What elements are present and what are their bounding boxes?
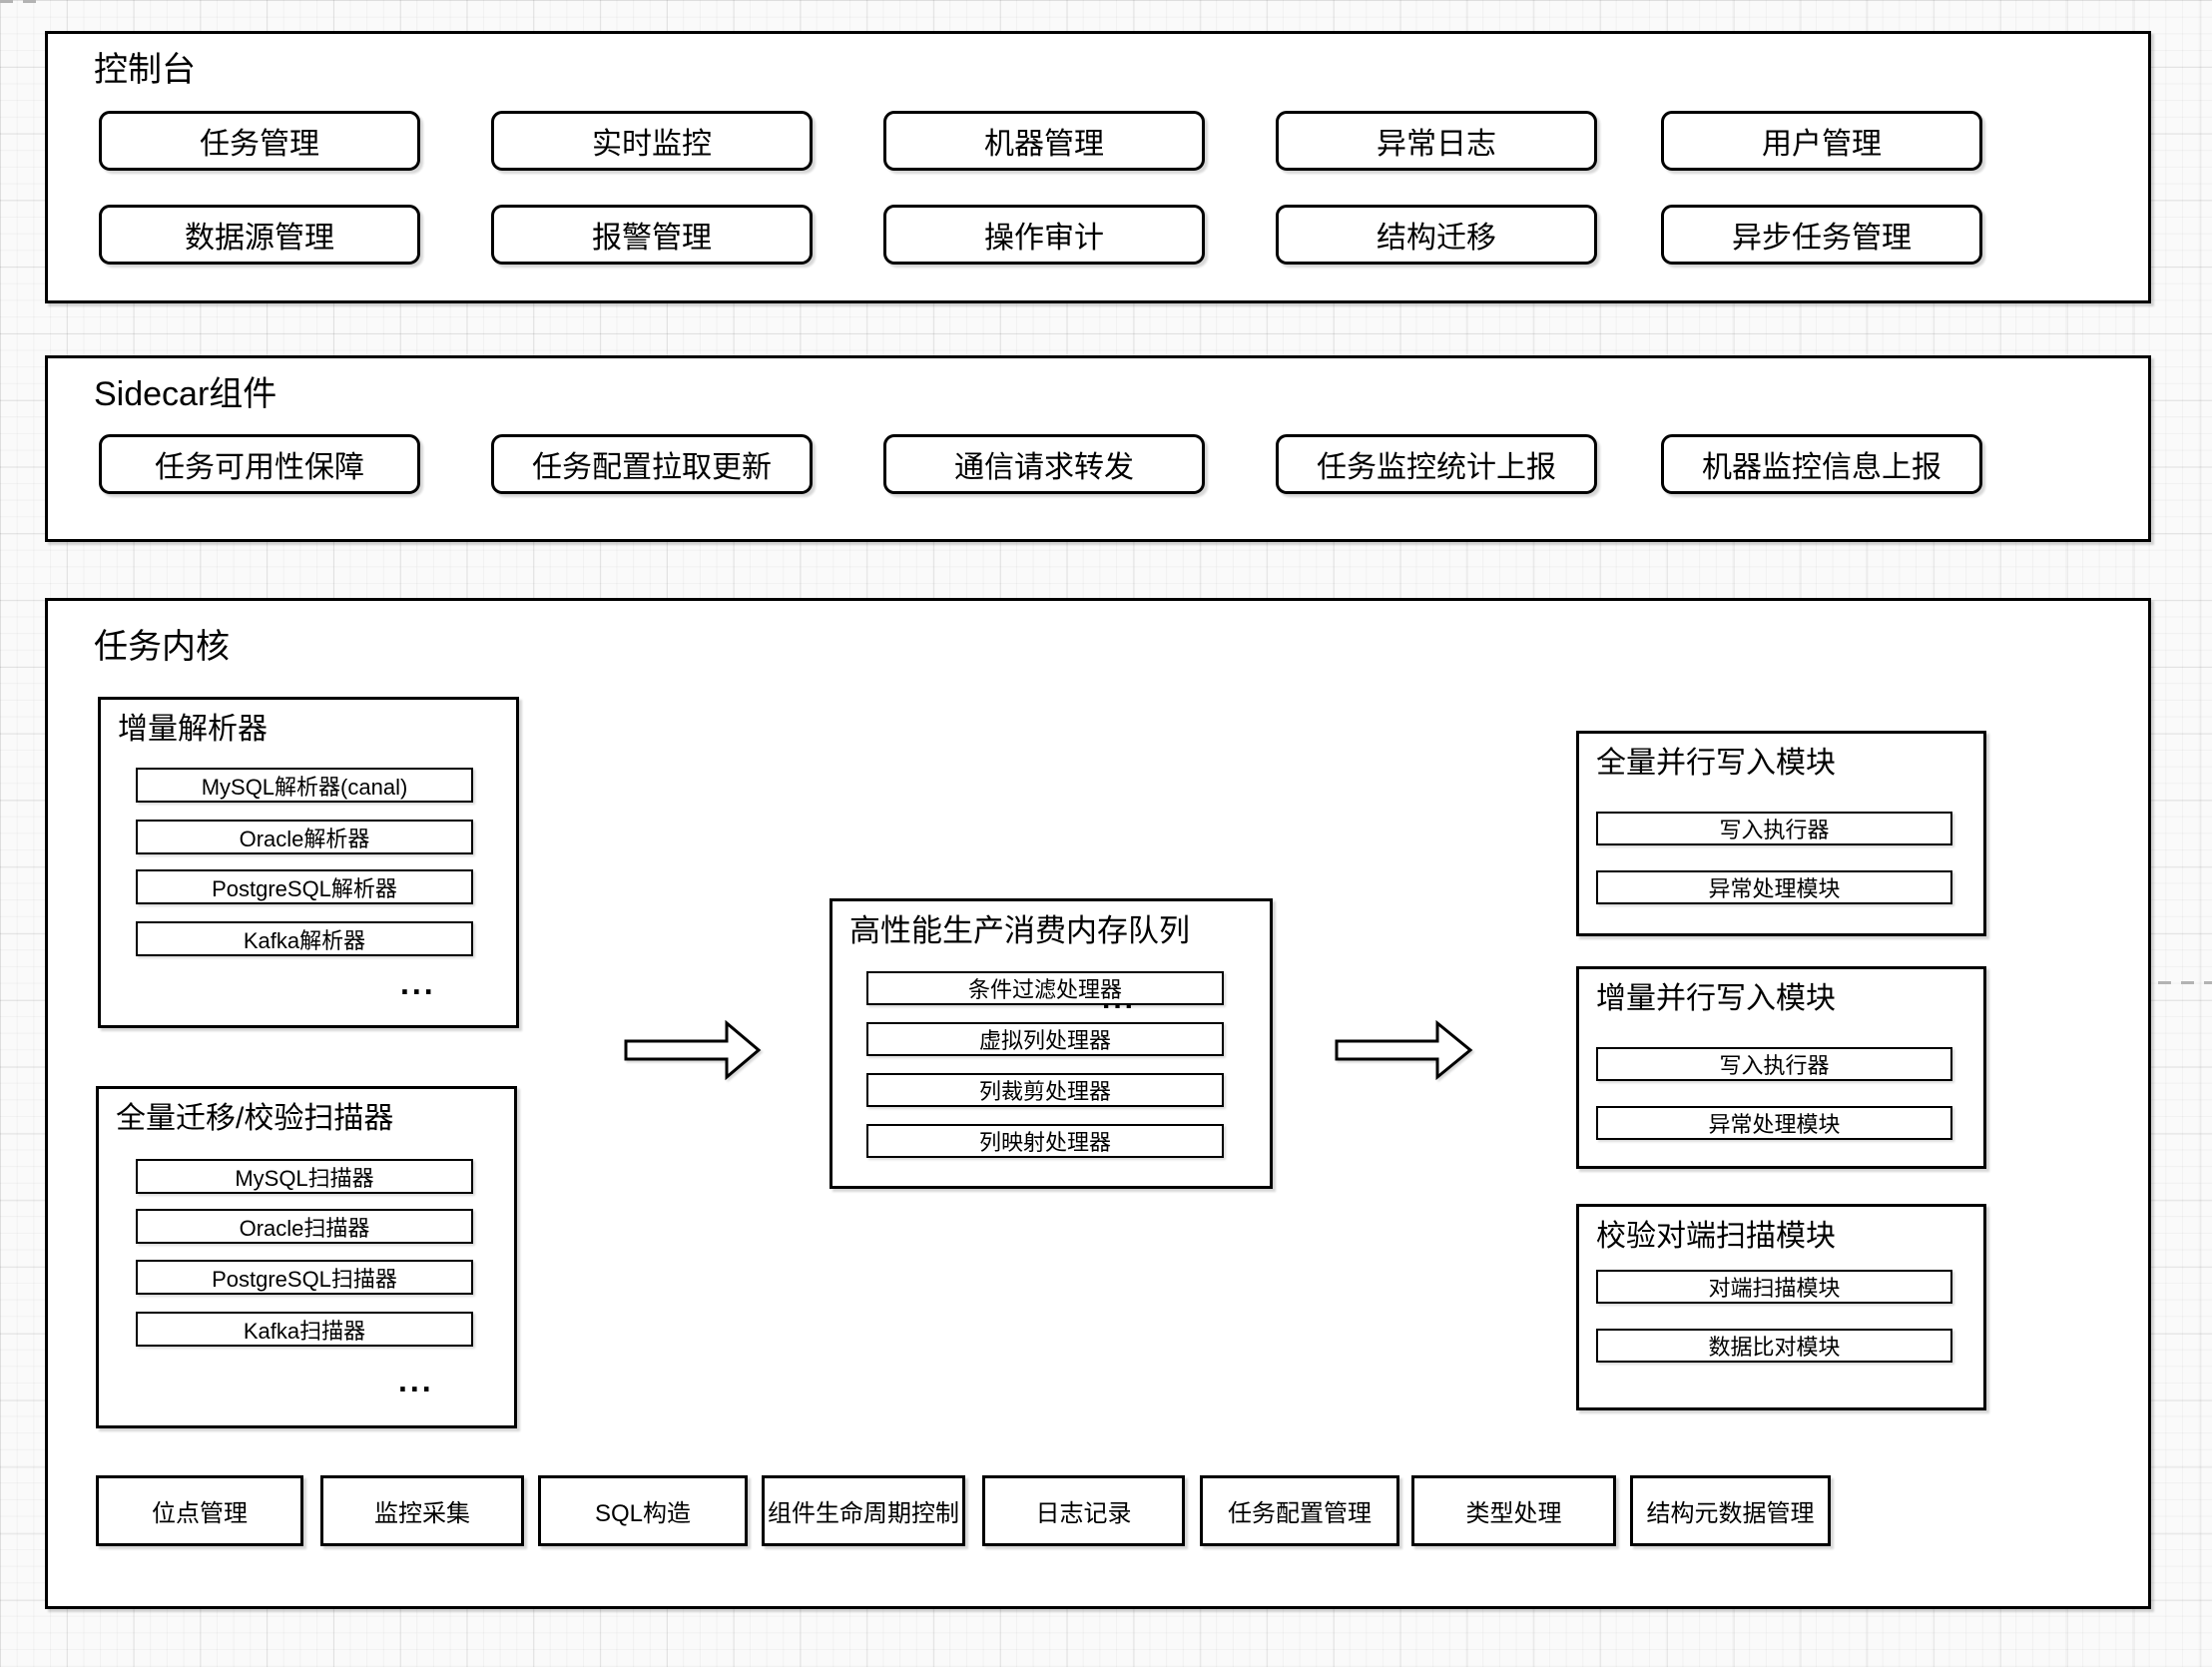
sidecar-section-title: Sidecar组件: [94, 375, 277, 413]
page-boundary-dash-right: [2158, 981, 2212, 984]
node-communication-request-forward: 通信请求转发: [883, 434, 1205, 494]
full-parallel-writer-box: 全量并行写入模块 写入执行器 异常处理模块: [1576, 731, 1986, 936]
node-exception-log: 异常日志: [1276, 111, 1597, 171]
node-exception-handler-module: 异常处理模块: [1596, 870, 1952, 904]
node-log-record: 日志记录: [982, 1475, 1185, 1546]
sidecar-section: Sidecar组件 任务可用性保障 任务配置拉取更新 通信请求转发 任务监控统计…: [45, 355, 2151, 542]
node-mysql-scanner: MySQL扫描器: [136, 1159, 473, 1194]
node-async-task-management: 异步任务管理: [1661, 205, 1982, 265]
incremental-parser-title: 增量解析器: [118, 713, 268, 746]
console-section: 控制台 任务管理 实时监控 机器管理 异常日志 用户管理 数据源管理 报警管理 …: [45, 31, 2151, 303]
task-kernel-section: 任务内核 增量解析器 MySQL解析器(canal) Oracle解析器 Pos…: [45, 598, 2151, 1609]
node-user-management: 用户管理: [1661, 111, 1982, 171]
console-section-title: 控制台: [94, 51, 196, 89]
more-scanners-ellipsis: ...: [398, 1363, 434, 1398]
verification-peer-scan-box: 校验对端扫描模块 对端扫描模块 数据比对模块: [1576, 1204, 1986, 1410]
node-peer-scan-module: 对端扫描模块: [1596, 1270, 1952, 1304]
node-component-lifecycle-control: 组件生命周期控制: [762, 1475, 965, 1546]
page-boundary-dash-left: [0, 0, 46, 3]
node-task-config-management: 任务配置管理: [1200, 1475, 1399, 1546]
node-task-management: 任务管理: [99, 111, 420, 171]
verification-peer-scan-title: 校验对端扫描模块: [1596, 1220, 1836, 1253]
node-operation-audit: 操作审计: [883, 205, 1205, 265]
more-parsers-ellipsis: ...: [400, 965, 436, 1001]
node-oracle-parser: Oracle解析器: [136, 820, 473, 854]
memory-queue-title: 高性能生产消费内存队列: [849, 913, 1190, 948]
node-condition-filter-processor: 条件过滤处理器: [866, 971, 1224, 1005]
node-write-executor: 写入执行器: [1596, 1047, 1952, 1081]
full-parallel-writer-title: 全量并行写入模块: [1596, 747, 1836, 780]
node-data-compare-module: 数据比对模块: [1596, 1329, 1952, 1363]
node-monitor-collection: 监控采集: [320, 1475, 524, 1546]
task-kernel-section-title: 任务内核: [94, 628, 230, 666]
node-postgresql-parser: PostgreSQL解析器: [136, 869, 473, 904]
node-machine-monitoring-info-report: 机器监控信息上报: [1661, 434, 1982, 494]
full-scanner-box: 全量迁移/校验扫描器 MySQL扫描器 Oracle扫描器 PostgreSQL…: [96, 1086, 517, 1428]
node-schema-migration: 结构迁移: [1276, 205, 1597, 265]
node-write-executor: 写入执行器: [1596, 812, 1952, 845]
node-machine-management: 机器管理: [883, 111, 1205, 171]
node-column-mapping-processor: 列映射处理器: [866, 1124, 1224, 1158]
node-sql-builder: SQL构造: [538, 1475, 748, 1546]
node-task-config-pull-update: 任务配置拉取更新: [491, 434, 813, 494]
node-realtime-monitoring: 实时监控: [491, 111, 813, 171]
node-kafka-parser: Kafka解析器: [136, 921, 473, 956]
node-oracle-scanner: Oracle扫描器: [136, 1209, 473, 1244]
node-virtual-column-processor: 虚拟列处理器: [866, 1022, 1224, 1056]
node-type-handling: 类型处理: [1411, 1475, 1616, 1546]
node-task-availability-guarantee: 任务可用性保障: [99, 434, 420, 494]
node-task-monitoring-stats-report: 任务监控统计上报: [1276, 434, 1597, 494]
node-exception-handler-module: 异常处理模块: [1596, 1106, 1952, 1140]
node-postgresql-scanner: PostgreSQL扫描器: [136, 1260, 473, 1295]
more-processors-ellipsis: ...: [1102, 982, 1137, 1015]
node-alarm-management: 报警管理: [491, 205, 813, 265]
node-mysql-parser: MySQL解析器(canal): [136, 768, 473, 803]
incremental-parallel-writer-box: 增量并行写入模块 写入执行器 异常处理模块: [1576, 966, 1986, 1169]
node-datasource-management: 数据源管理: [99, 205, 420, 265]
node-schema-metadata-management: 结构元数据管理: [1630, 1475, 1831, 1546]
memory-queue-box: 高性能生产消费内存队列 条件过滤处理器 虚拟列处理器 列裁剪处理器 列映射处理器…: [830, 898, 1273, 1189]
node-position-management: 位点管理: [96, 1475, 303, 1546]
incremental-parallel-writer-title: 增量并行写入模块: [1596, 982, 1836, 1015]
node-column-prune-processor: 列裁剪处理器: [866, 1073, 1224, 1107]
incremental-parser-box: 增量解析器 MySQL解析器(canal) Oracle解析器 PostgreS…: [98, 697, 519, 1028]
full-scanner-title: 全量迁移/校验扫描器: [116, 1102, 394, 1135]
node-kafka-scanner: Kafka扫描器: [136, 1312, 473, 1347]
